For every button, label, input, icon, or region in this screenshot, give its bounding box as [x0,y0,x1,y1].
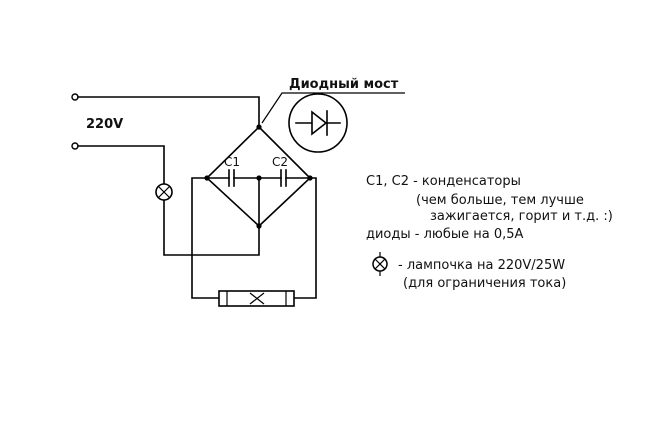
lamp-icon [155,183,173,201]
diode-icon [288,93,348,153]
capacitor-c1-label: C1 [224,155,240,169]
legend-lamp-icon [372,252,388,276]
capacitor-c1 [206,169,260,187]
supply-terminal-top [71,93,79,101]
capacitor-c2 [258,169,311,187]
legend-lamp: - лампочка на 220V/25W [398,258,565,273]
bridge-leader-line [261,92,405,124]
supply-terminal-bottom [71,142,79,150]
wiring [77,96,317,299]
capacitor-c2-label: C2 [272,155,288,169]
legend-diodes: диоды - любые на 0,5А [366,227,524,242]
legend-capacitors-note-1: (чем больше, тем лучше [416,193,584,208]
legend-capacitors: C1, C2 - конденсаторы [366,174,521,189]
bridge-title: Диодный мост [289,77,399,92]
supply-voltage-label: 220V [86,117,123,132]
legend-capacitors-note-2: зажигается, горит и т.д. :) [430,209,613,224]
legend-lamp-note: (для ограничения тока) [403,276,566,291]
fluorescent-tube-icon [218,290,295,307]
